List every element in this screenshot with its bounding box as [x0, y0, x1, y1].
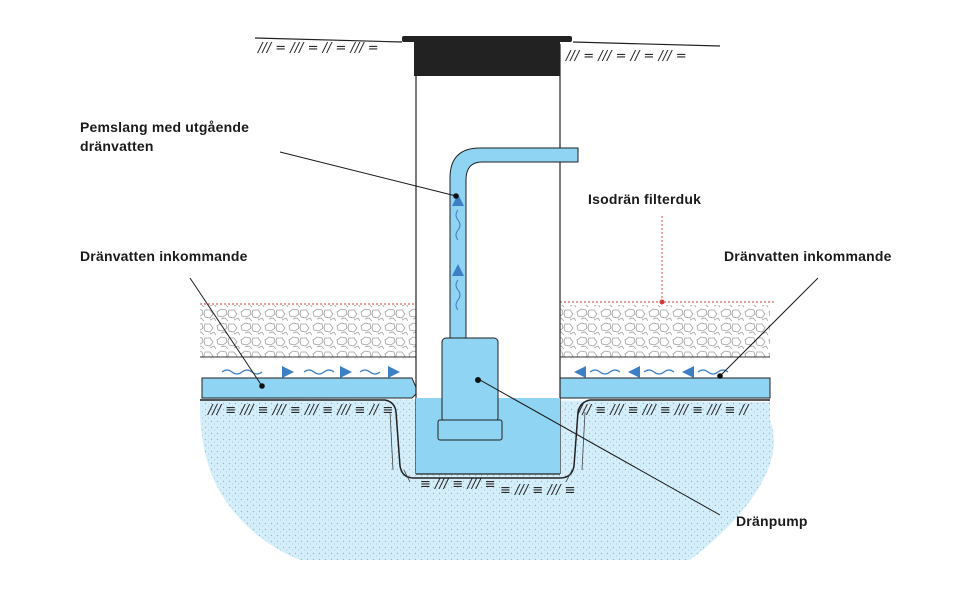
leader-lines [189, 151, 819, 516]
flow-arrows-left [221, 366, 400, 378]
sump-pit [200, 399, 770, 479]
surface-soil-hatching: /// = /// = // = /// = /// = /// = // = … [257, 41, 687, 64]
label-pemslang-line2: dränvatten [80, 138, 154, 154]
drain-channel-left [201, 377, 419, 399]
gravel-layer-right [560, 305, 770, 358]
svg-text:/// = /// = // = /// =: /// = /// = // = /// = [565, 49, 687, 64]
discharge-hose [449, 147, 579, 341]
label-filterduk: Isodrän filterduk [588, 191, 701, 207]
ground-surface [254, 37, 721, 47]
well-lid [402, 36, 572, 76]
svg-text:/// ≡ /// ≡ /// ≡ /// ≡ /// ≡: /// ≡ /// ≡ /// ≡ /// ≡ /// ≡ // [577, 403, 750, 418]
svg-text:/// ≡ /// ≡ /// ≡ /// ≡ /// ≡: /// ≡ /// ≡ /// ≡ /// ≡ /// ≡ // ≡ [207, 403, 393, 418]
svg-text:≡ /// ≡ /// ≡: ≡ /// ≡ /// ≡ [500, 483, 576, 498]
label-pemslang-line1: Pemslang med utgående [80, 119, 249, 135]
drain-pump [437, 337, 503, 441]
filter-cloth-line [200, 301, 775, 305]
label-incoming-left: Dränvatten inkommande [80, 248, 248, 264]
svg-text:≡ /// ≡ /// ≡: ≡ /// ≡ /// ≡ [420, 477, 496, 492]
gravel-layer-left [200, 305, 416, 358]
label-incoming-right: Dränvatten inkommande [724, 248, 892, 264]
drain-channel-right [551, 377, 771, 399]
saturated-soil-area [200, 398, 774, 560]
flow-arrows-right [574, 366, 729, 378]
svg-text:/// = /// = // = /// =: /// = /// = // = /// = [257, 41, 379, 56]
label-pump: Dränpump [736, 513, 808, 529]
soil-hatching-band: /// ≡ /// ≡ /// ≡ /// ≡ /// ≡ // ≡ /// ≡… [207, 403, 750, 498]
